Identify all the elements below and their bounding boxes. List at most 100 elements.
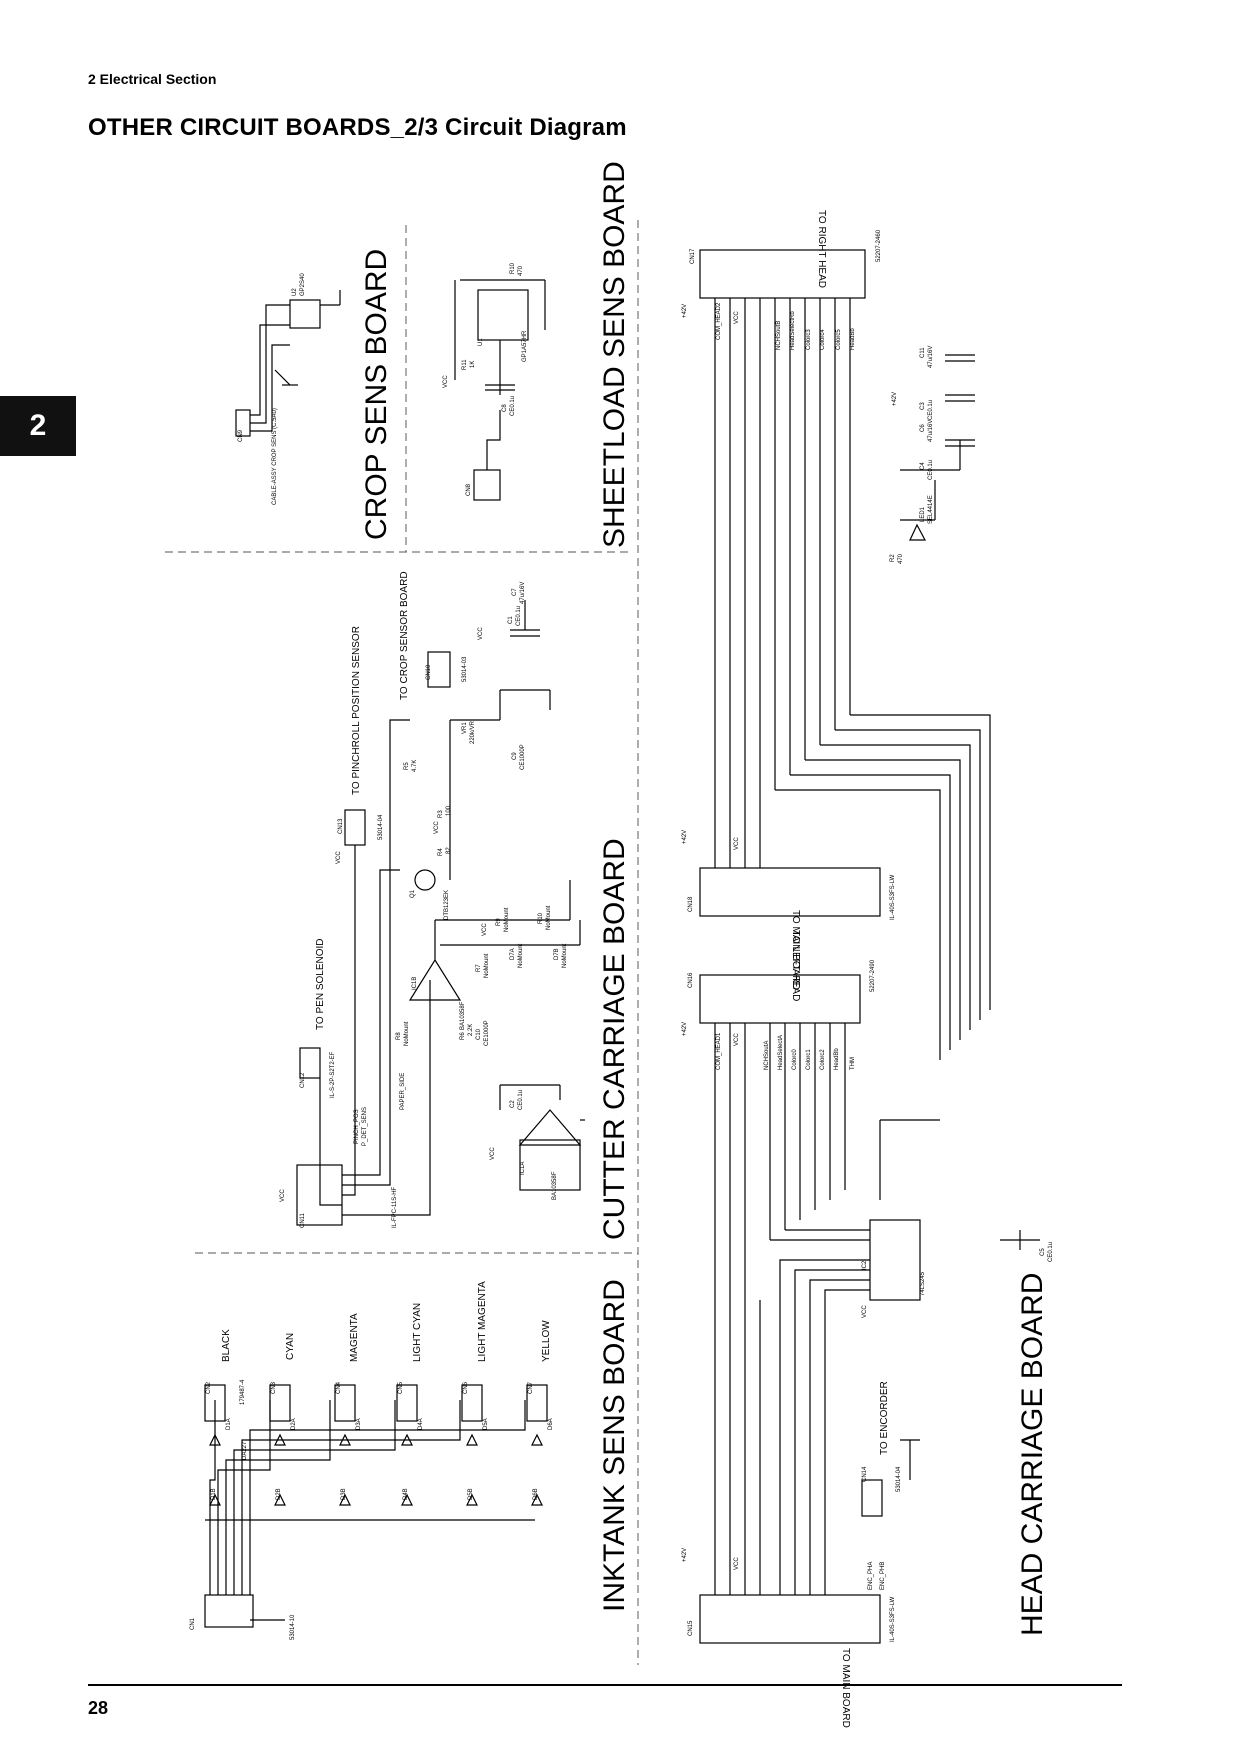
- label-cn12-part: IL-S-2P-S2T2-EF: [330, 1051, 336, 1098]
- label-d2b: D2B: [276, 1488, 282, 1500]
- label-cn11: CN11: [300, 1213, 306, 1228]
- label-cn-part-1: 179487-4: [240, 1379, 246, 1405]
- label-cn15: CN15: [688, 1620, 694, 1636]
- label-sig-l0: NCHSoutA: [764, 1040, 770, 1070]
- label-r8: R8: [396, 1032, 402, 1040]
- label-diode-part-1: DA227: [242, 1441, 248, 1460]
- label-ic1a: IC1A: [520, 1161, 526, 1175]
- label-vcc-cutter-4: VCC: [482, 923, 488, 936]
- label-d2a: D2A: [291, 1418, 297, 1430]
- label-r2-val: 470: [898, 553, 904, 564]
- label-d4b: D4B: [403, 1488, 409, 1500]
- label-c1: C1: [508, 616, 514, 624]
- ink-label-magenta: MAGENTA: [349, 1313, 360, 1362]
- label-cn10-part: 53014-03: [462, 656, 468, 682]
- ink-label-black: BLACK: [221, 1329, 232, 1362]
- inktank-wires: [205, 1400, 535, 1621]
- label-r5-val: 4.7K: [412, 759, 418, 772]
- board-title-cutter: CUTTER CARRIAGE BOARD: [598, 838, 631, 1240]
- label-c11: C11: [920, 347, 926, 358]
- label-42v-2: +42V: [682, 829, 688, 844]
- label-cn1: CN1: [190, 1617, 196, 1630]
- label-q1: Q1: [410, 889, 416, 898]
- board-title-sheetload: SHEETLOAD SENS BOARD: [598, 161, 631, 548]
- label-c3-val: CE0.1u: [928, 399, 934, 420]
- label-sig-r0: NCHSoutB: [776, 320, 782, 350]
- label-d7b-val: NoMount: [562, 943, 568, 968]
- label-vcc-head-4: VCC: [734, 1557, 740, 1570]
- bus-cn16: [714, 1023, 870, 1595]
- label-u1: U1: [478, 338, 484, 346]
- label-enc-pha: ENC_PHA: [868, 1561, 874, 1590]
- label-cn15-part: IL-40S-S3FS-LW: [890, 1596, 896, 1642]
- u2-sensor: [289, 299, 321, 329]
- board-title-crop: CROP SENS BOARD: [360, 248, 393, 540]
- label-led1-part: SEL4414E: [928, 495, 934, 524]
- label-r10-sheet: R10: [510, 262, 516, 274]
- label-vcc-head-2: VCC: [734, 837, 740, 850]
- cn12-connector: [299, 1047, 321, 1079]
- label-r7-val: NoMount: [484, 953, 490, 978]
- ic1a-box: [519, 1139, 581, 1191]
- label-vcc-cutter-3: VCC: [434, 821, 440, 834]
- label-c2-val: CE0.1u: [518, 1089, 524, 1110]
- ink-label-cyan: CYAN: [285, 1332, 296, 1360]
- label-r11-val: 1K: [470, 360, 476, 368]
- label-vcc-head-5: VCC: [862, 1305, 868, 1318]
- label-cn14-part: 53014-04: [896, 1466, 902, 1492]
- label-cn8: CN8: [466, 483, 472, 496]
- dest-to-right-head: TO RIGHT HEAD: [816, 210, 827, 288]
- label-enc-phb: ENC_PHB: [880, 1561, 886, 1590]
- label-d4a: D4A: [418, 1418, 424, 1430]
- label-r4: R4: [438, 848, 444, 856]
- label-c5-val: CE0.1u: [1048, 1241, 1054, 1262]
- label-r2: R2: [890, 554, 896, 562]
- label-ic2: IC2: [862, 1260, 868, 1270]
- label-q1-part: DTB123EK: [444, 889, 450, 920]
- label-com-head2: COM_HEAD2: [716, 302, 722, 340]
- label-sig-l5: HeadBb: [834, 1048, 840, 1070]
- label-vcc-sheet: VCC: [443, 375, 449, 388]
- label-r10-sheet-val: 470: [518, 265, 524, 276]
- label-led1: LED1: [920, 506, 926, 522]
- label-c5: C5: [1040, 1248, 1046, 1256]
- bus-cn17: [714, 298, 991, 1060]
- label-c7: C7: [512, 588, 518, 596]
- label-c6: C6: [920, 424, 926, 432]
- label-ic1a-part: BA10358F: [552, 1171, 558, 1200]
- cn1-connector: [204, 1594, 254, 1628]
- label-c10-val: CE1000P: [484, 1020, 490, 1046]
- inktank-diodes: [209, 1433, 543, 1506]
- label-c10: C10: [476, 1028, 482, 1040]
- label-paper-side: PAPER_SIDE: [400, 1072, 406, 1110]
- label-vcc-cutter-1: VCC: [280, 1189, 286, 1202]
- ink-label-light-cyan: LIGHT CYAN: [412, 1302, 423, 1362]
- label-ic1b-part: BA10358F: [460, 1001, 466, 1030]
- label-u1-part: GP1A57HR: [522, 330, 528, 362]
- label-cn11-part: IL-FPC-11S-HF: [392, 1186, 398, 1228]
- cn15-connector: [699, 1594, 881, 1644]
- dest-to-pen-solenoid: TO PEN SOLENOID: [315, 938, 326, 1030]
- board-title-head: HEAD CARRIAGE BOARD: [1016, 1272, 1049, 1636]
- label-r6: R6: [460, 1032, 466, 1040]
- label-r3-val: 100: [446, 805, 452, 816]
- ink-label-light-magenta: LIGHT MAGENTA: [477, 1281, 488, 1362]
- cn16-connector: [699, 974, 861, 1024]
- label-c8: C8: [502, 404, 508, 412]
- label-u2: U2: [292, 288, 298, 296]
- page-title: OTHER CIRCUIT BOARDS_2/3 Circuit Diagram: [88, 114, 627, 141]
- ic1a-opamp: [518, 1109, 582, 1146]
- label-c3: C3: [920, 402, 926, 410]
- label-vcc-cutter-5: VCC: [478, 627, 484, 640]
- cn13-connector: [344, 809, 366, 846]
- section-label: 2 Electrical Section: [88, 71, 217, 87]
- label-cn2: CN2: [206, 1381, 212, 1394]
- label-d5b: D5B: [468, 1488, 474, 1500]
- label-r9: R9: [496, 918, 502, 926]
- label-sig-r1: HeadSelectRb: [790, 311, 796, 350]
- label-cn3: CN3: [271, 1381, 277, 1394]
- dest-to-encorder: TO ENCORDER: [879, 1381, 890, 1455]
- label-cn9: CN9: [238, 429, 244, 442]
- board-title-inktank: INKTANK SENS BOARD: [598, 1279, 631, 1612]
- label-c4: C4: [920, 462, 926, 470]
